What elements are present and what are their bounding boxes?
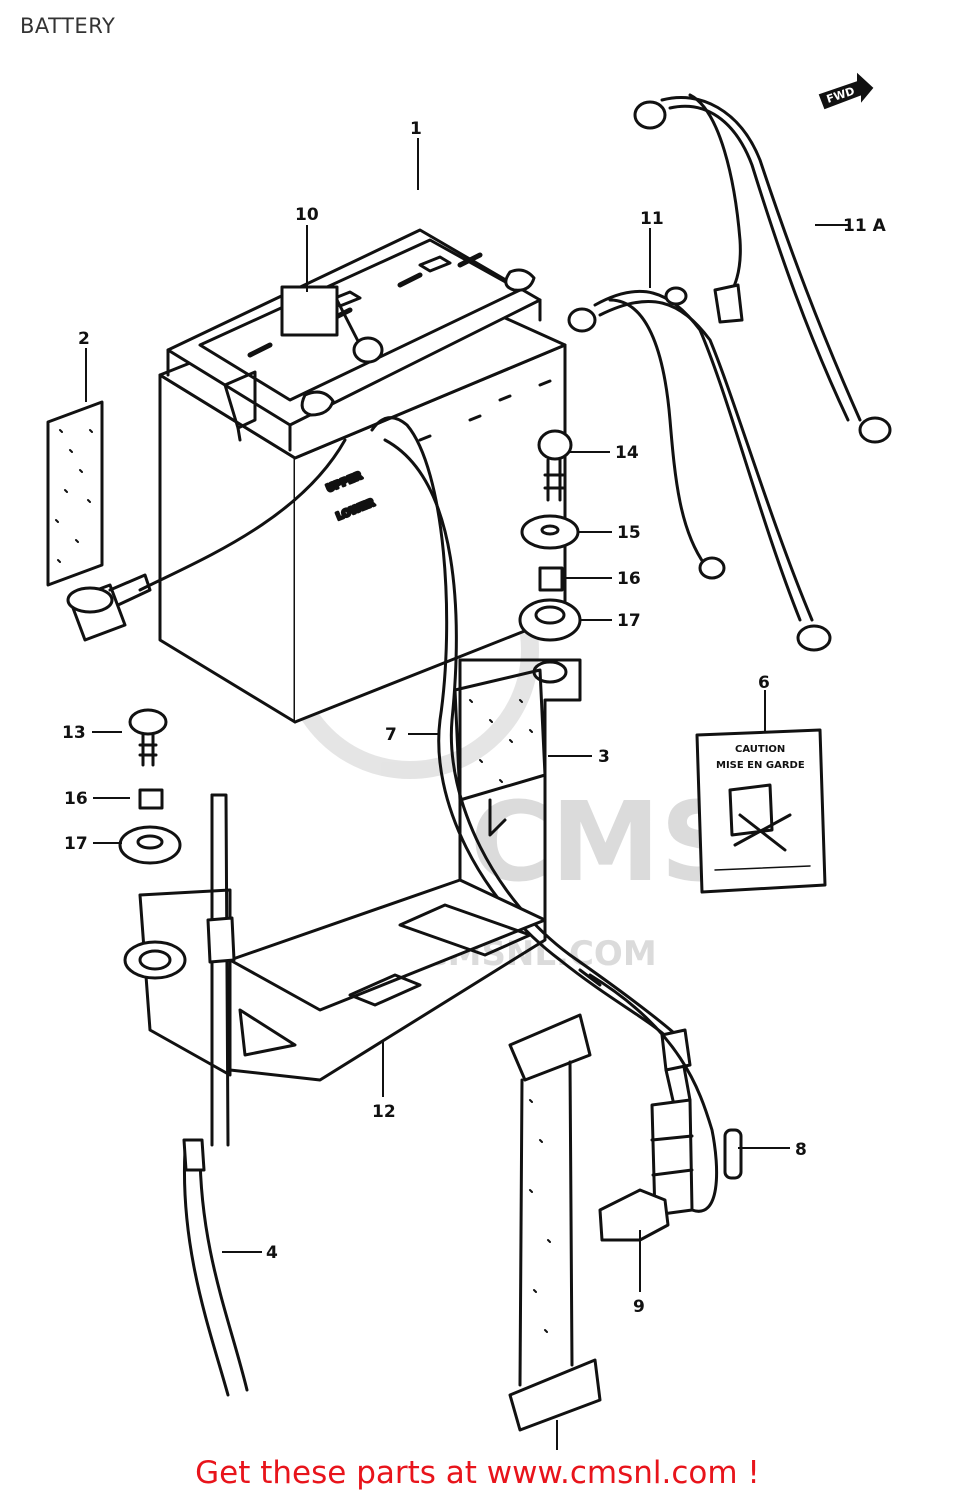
callout-10: 10 bbox=[295, 205, 319, 225]
callout-12: 12 bbox=[372, 1102, 396, 1122]
callout-11: 11 bbox=[640, 209, 664, 229]
battery-pad-bracket bbox=[469, 699, 533, 783]
caution-label-line2: MISE EN GARDE bbox=[716, 760, 805, 771]
fuse-holder bbox=[578, 968, 719, 1242]
battery-band bbox=[508, 1013, 602, 1432]
forward-direction-arrow: FWD bbox=[818, 72, 874, 110]
callout-3: 3 bbox=[598, 747, 610, 767]
bolt-right bbox=[537, 429, 573, 502]
callout-13: 13 bbox=[62, 723, 86, 743]
get-parts-link[interactable]: Get these parts at www.cmsnl.com ! bbox=[195, 1455, 760, 1491]
callout-8: 8 bbox=[795, 1140, 807, 1160]
callout-15: 15 bbox=[617, 523, 641, 543]
breather-cap bbox=[66, 438, 347, 642]
collar-left bbox=[138, 788, 164, 810]
callout-1: 1 bbox=[410, 119, 422, 139]
sub-harness bbox=[633, 93, 892, 444]
callout-11a: 11 A bbox=[843, 216, 887, 236]
battery-pad-left bbox=[46, 400, 104, 587]
callout-6: 6 bbox=[758, 673, 770, 693]
fuse bbox=[723, 1128, 743, 1180]
watermark-brand: CMS bbox=[470, 778, 739, 906]
callout-4: 4 bbox=[266, 1243, 278, 1263]
breather-tube bbox=[182, 793, 249, 1397]
callout-7: 7 bbox=[385, 725, 397, 745]
collar-right bbox=[538, 566, 564, 592]
callout-17-left: 17 bbox=[64, 834, 88, 854]
battery-parts-diagram: CMS WWW.CMSNL.COM UPPER LOWER bbox=[46, 72, 892, 1450]
washer-right bbox=[520, 514, 580, 550]
callouts: 1 2 3 4 5 6 7 8 9 10 11 11 A 12 13 14 15… bbox=[62, 119, 887, 1317]
caution-label bbox=[695, 728, 827, 894]
callout-16-left: 16 bbox=[64, 789, 88, 809]
callout-16-right: 16 bbox=[617, 569, 641, 589]
battery: UPPER LOWER bbox=[158, 228, 567, 724]
callout-9: 9 bbox=[633, 1297, 645, 1317]
grommet-left bbox=[118, 825, 182, 865]
grommet-right bbox=[518, 598, 582, 642]
bolt-left bbox=[128, 708, 168, 767]
page-title: BATTERY bbox=[20, 14, 116, 38]
caution-label-line1: CAUTION bbox=[735, 744, 785, 755]
callout-14: 14 bbox=[615, 443, 639, 463]
callout-17-right: 17 bbox=[617, 611, 641, 631]
callout-2: 2 bbox=[78, 329, 90, 349]
ground-lead bbox=[567, 286, 832, 652]
